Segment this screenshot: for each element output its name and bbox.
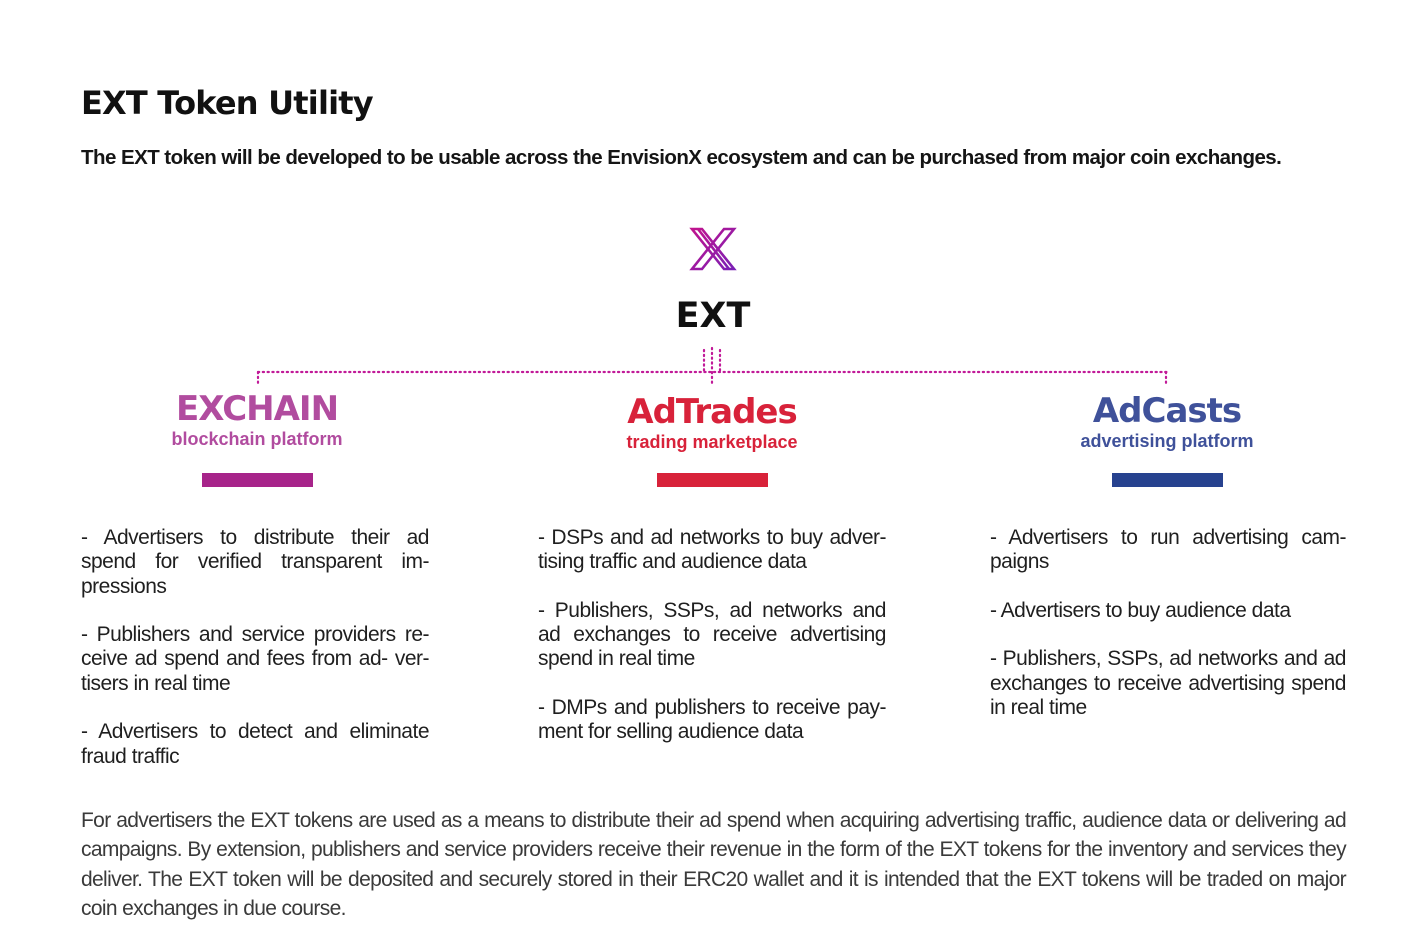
page-title: EXT Token Utility: [81, 84, 374, 122]
platform-adtrades-name: AdTrades: [627, 392, 797, 432]
platform-exchain: EXCHAIN blockchain platform: [147, 390, 367, 450]
list-item: - Advertisers to run advertising cam- pa…: [990, 526, 1347, 574]
list-item: - DSPs and ad networks to buy adver- tis…: [538, 526, 887, 574]
list-item: - Advertisers to detect and eliminate fr…: [81, 720, 430, 768]
platform-adcasts-name: AdCasts: [1092, 391, 1242, 431]
platform-adtrades-bar: [657, 473, 768, 487]
envisionx-x-logo-icon: [689, 227, 737, 271]
list-item: - Advertisers to buy audience data: [990, 598, 1291, 622]
list-item: - Publishers, SSPs, ad networks and ad e…: [990, 647, 1347, 720]
page-subtitle: The EXT token will be developed to be us…: [81, 146, 1282, 169]
footer-paragraph: For advertisers the EXT tokens are used …: [81, 809, 1347, 920]
list-item: - DMPs and publishers to receive pay- me…: [538, 696, 887, 744]
platform-exchain-bar: [202, 473, 313, 487]
adcasts-use-list: - Advertisers to run advertising cam- pa…: [990, 526, 1347, 745]
adtrades-use-list: - DSPs and ad networks to buy adver- tis…: [538, 526, 887, 769]
platform-adcasts-bar: [1112, 473, 1223, 487]
token-name: EXT: [675, 296, 751, 336]
list-item: - Publishers and service providers re- c…: [81, 623, 430, 695]
platform-adtrades-type: trading marketplace: [626, 432, 798, 452]
platform-adcasts: AdCasts advertising platform: [1057, 392, 1277, 452]
platform-adcasts-type: advertising platform: [1080, 431, 1254, 451]
list-item: - Publishers, SSPs, ad networks and ad e…: [538, 598, 887, 671]
platform-exchain-name: EXCHAIN: [175, 389, 339, 429]
platform-exchain-type: blockchain platform: [171, 429, 343, 449]
exchain-use-list: - Advertisers to distribute their ad spe…: [81, 526, 430, 793]
list-item: - Advertisers to distribute their ad spe…: [81, 526, 430, 598]
platform-adtrades: AdTrades trading marketplace: [602, 393, 822, 453]
